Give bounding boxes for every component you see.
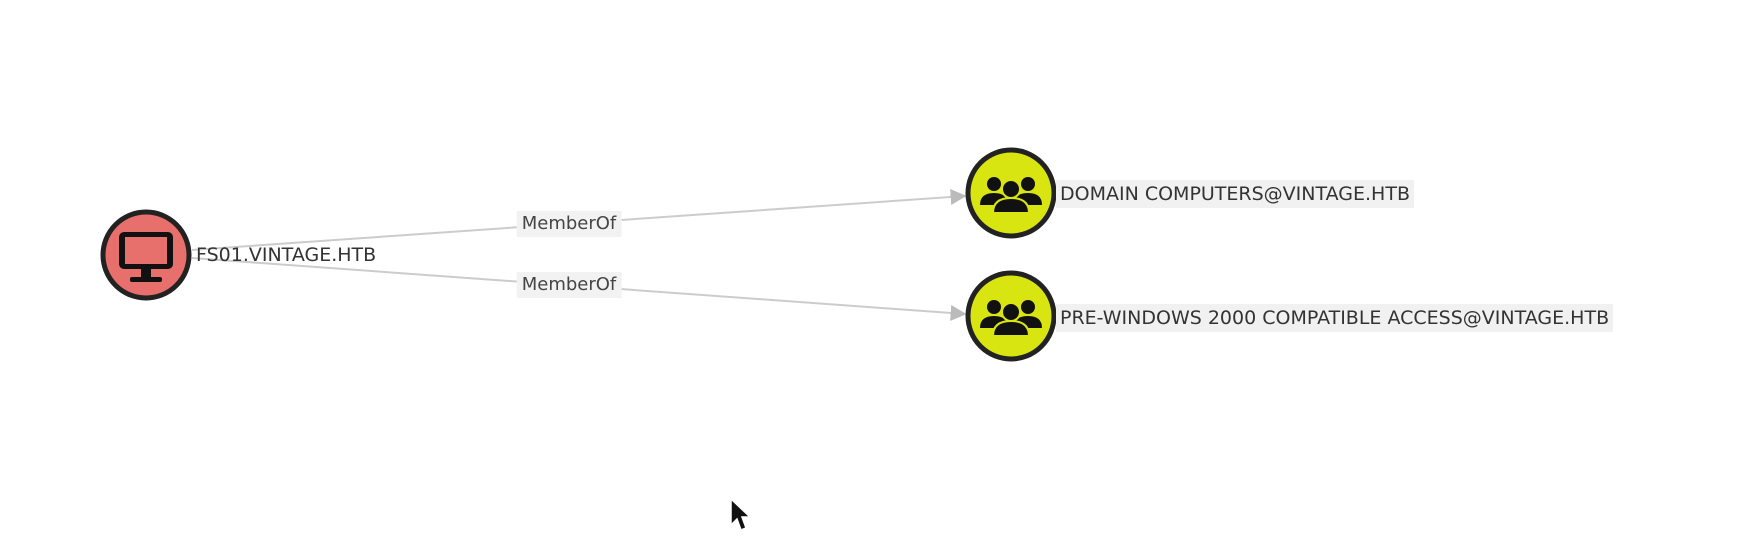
node-label-pre-windows: PRE-WINDOWS 2000 COMPATIBLE ACCESS@VINTA… <box>1056 304 1614 332</box>
edge-label-memberof: MemberOf <box>516 272 622 298</box>
node-label-domain-computers: DOMAIN COMPUTERS@VINTAGE.HTB <box>1056 180 1414 208</box>
node-fs01[interactable] <box>100 209 192 301</box>
node-domain-computers[interactable] <box>965 147 1057 239</box>
monitor-icon <box>119 232 173 282</box>
group-users-icon <box>980 300 1042 337</box>
node-pre-windows[interactable] <box>965 270 1057 362</box>
edge-label-memberof: MemberOf <box>516 211 622 237</box>
node-label-fs01: FS01.VINTAGE.HTB <box>196 244 377 266</box>
group-users-icon <box>980 177 1042 214</box>
mouse-pointer-icon <box>730 497 752 531</box>
